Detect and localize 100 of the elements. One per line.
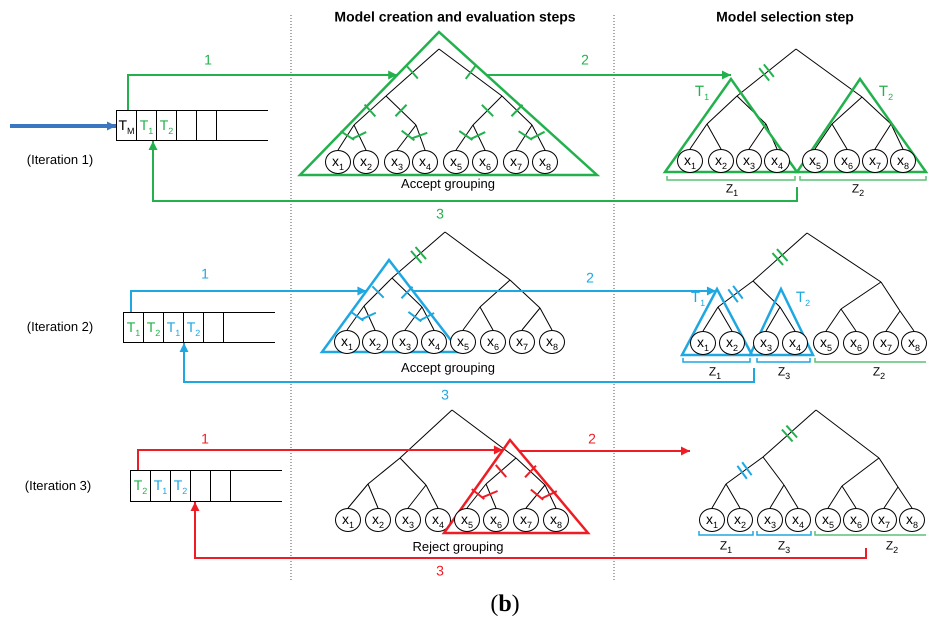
text-label: Reject grouping (412, 540, 504, 554)
column-heading: Model selection step (716, 9, 854, 25)
arrow (180, 343, 755, 383)
subtree-label: T$_{2}$ (796, 290, 810, 306)
leaf-node: x$_{6}$ (483, 508, 509, 532)
leaf-node: x$_{4}$ (764, 149, 790, 173)
queue-box (123, 312, 275, 343)
leaf-node: x$_{2}$ (719, 331, 745, 355)
arrow (148, 141, 798, 202)
edge-label: 2 (586, 270, 594, 286)
queue-cell: T$_{1}$ (124, 313, 144, 342)
leaf-node: x$_{8}$ (532, 150, 558, 174)
arrow (519, 446, 690, 456)
group-label: Z$_{2}$ (872, 365, 886, 379)
edge-label: 1 (201, 431, 209, 447)
leaf-node: x$_{3}$ (736, 149, 762, 173)
leaf-node: x$_{4}$ (782, 331, 808, 355)
leaf-node: x$_{5}$ (443, 150, 469, 174)
leaf-node: x$_{8}$ (890, 149, 916, 173)
edge-label: 2 (588, 431, 596, 447)
text-label: (Iteration 1) (26, 152, 94, 168)
arrow (412, 286, 716, 296)
edge-label: 2 (581, 52, 589, 68)
queue-cell: T$_{1}$ (151, 471, 171, 501)
leaf-node: x$_{3}$ (395, 508, 421, 532)
leaf-node: x$_{2}$ (353, 150, 379, 174)
group-label: Z$_{1}$ (726, 182, 738, 196)
edge-label: 3 (436, 563, 444, 579)
leaf-node: x$_{2}$ (708, 149, 734, 173)
leaf-node: x$_{2}$ (727, 508, 753, 532)
leaf-node: x$_{7}$ (509, 330, 535, 354)
edge-label: 3 (441, 387, 449, 403)
queue-cell: T$_{2}$ (131, 471, 151, 501)
queue-cell: T$_{2}$ (171, 471, 191, 501)
arrow (10, 122, 116, 130)
leaf-node: x$_{6}$ (843, 508, 869, 532)
leaf-node: x$_{3}$ (757, 508, 783, 532)
group-label: Z$_{3}$ (778, 539, 790, 553)
leaf-node: x$_{7}$ (873, 331, 899, 355)
leaf-node: x$_{5}$ (815, 508, 841, 532)
leaf-node: x$_{6}$ (843, 331, 869, 355)
text-label: Accept grouping (401, 360, 495, 376)
arrow (486, 70, 731, 80)
edge-label: 3 (436, 206, 444, 222)
text-label: (Iteration 3) (24, 478, 92, 494)
queue-box (130, 470, 282, 502)
group-label: Z$_{1}$ (708, 365, 722, 379)
queue-cell: T$_{1}$ (164, 313, 184, 342)
leaf-node: x$_{1}$ (690, 331, 716, 355)
leaf-node: x$_{8}$ (899, 508, 925, 532)
leaf-node: x$_{7}$ (862, 149, 888, 173)
group-label: Z$_{1}$ (720, 539, 732, 553)
leaf-node: x$_{5}$ (454, 508, 480, 532)
leaf-node: x$_{6}$ (834, 149, 860, 173)
subtree-label: T$_{1}$ (694, 84, 710, 100)
leaf-node: x$_{2}$ (362, 330, 388, 354)
leaf-node: x$_{4}$ (412, 150, 438, 174)
leaf-node: x$_{3}$ (392, 330, 418, 354)
queue-cell: T$_{2}$ (157, 111, 177, 140)
group-label: Z$_{3}$ (778, 365, 790, 379)
queue-cell: T$_{2}$ (144, 313, 164, 342)
queue-cell: T$_{M}$ (117, 111, 137, 140)
arrow (127, 70, 398, 110)
group-label: Z$_{2}$ (852, 182, 864, 196)
leaf-node: x$_{2}$ (365, 508, 391, 532)
leaf-node: x$_{5}$ (802, 149, 828, 173)
figure-caption: (b) (490, 590, 520, 618)
leaf-node: x$_{7}$ (513, 508, 539, 532)
leaf-node: x$_{8}$ (543, 508, 569, 532)
leaf-node: x$_{1}$ (334, 330, 360, 354)
queue-cell: T$_{2}$ (184, 313, 204, 342)
leaf-node: x$_{6}$ (480, 330, 506, 354)
column-heading: Model creation and evaluation steps (334, 9, 576, 25)
group-label: Z$_{2}$ (886, 539, 898, 553)
arrow (137, 446, 503, 470)
leaf-node: x$_{5}$ (813, 331, 839, 355)
subtree-label: T$_{2}$ (878, 84, 894, 100)
leaf-node: x$_{4}$ (425, 508, 451, 532)
arrow (190, 502, 867, 559)
leaf-node: x$_{5}$ (450, 330, 476, 354)
edge-label: 1 (204, 52, 212, 68)
leaf-node: x$_{3}$ (753, 331, 779, 355)
queue-box (116, 110, 268, 141)
leaf-node: x$_{1}$ (335, 508, 361, 532)
text-label: (Iteration 2) (26, 320, 94, 334)
queue-cell: T$_{1}$ (137, 111, 157, 140)
leaf-node: x$_{7}$ (503, 150, 529, 174)
leaf-node: x$_{8}$ (539, 330, 565, 354)
leaf-node: x$_{4}$ (785, 508, 811, 532)
leaf-node: x$_{6}$ (472, 150, 498, 174)
leaf-node: x$_{1}$ (325, 150, 351, 174)
leaf-node: x$_{8}$ (901, 331, 927, 355)
leaf-node: x$_{1}$ (677, 149, 703, 173)
leaf-node: x$_{4}$ (421, 330, 447, 354)
arrow (130, 286, 366, 312)
text-label: Accept grouping (401, 176, 495, 192)
leaf-node: x$_{7}$ (871, 508, 897, 532)
leaf-node: x$_{3}$ (384, 150, 410, 174)
leaf-node: x$_{1}$ (699, 508, 725, 532)
edge-label: 1 (201, 266, 209, 282)
